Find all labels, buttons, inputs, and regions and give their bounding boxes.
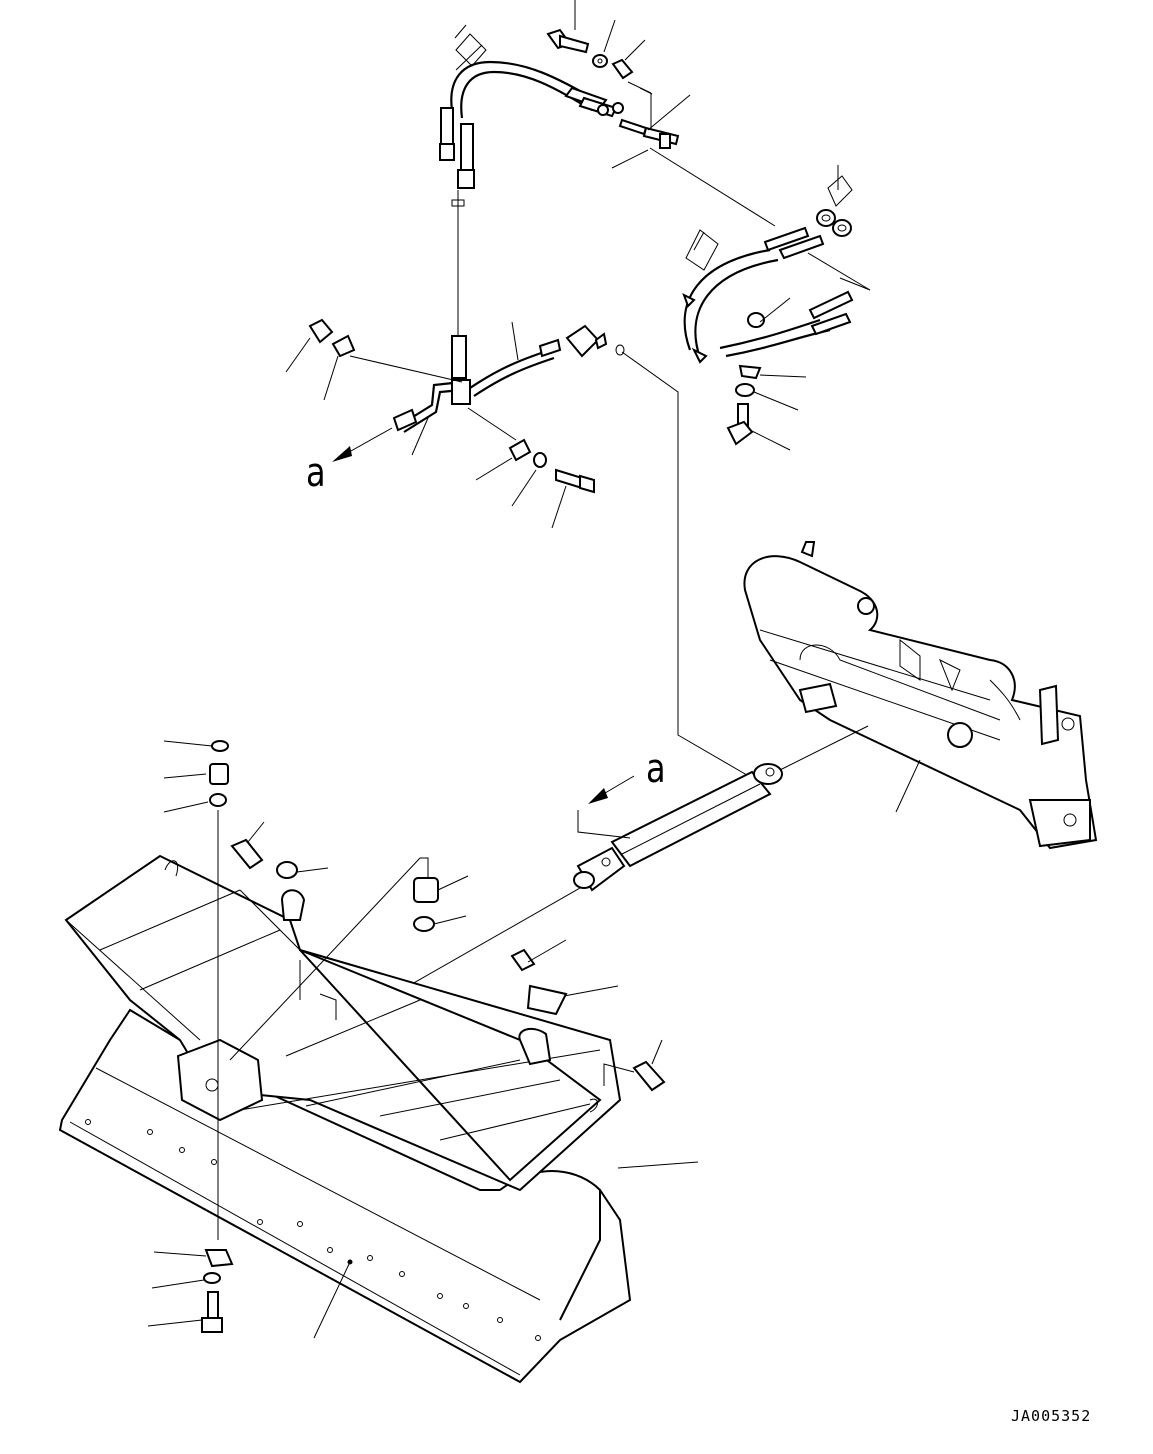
lower-bolt-set <box>475 438 595 529</box>
view-callout-a-lower: a <box>646 746 666 792</box>
blade-assembly <box>58 854 699 1384</box>
tee-fitting-upper <box>611 87 776 227</box>
upper-hose-assembly <box>439 24 624 189</box>
view-callout-a-upper: a <box>306 450 326 496</box>
drawing-number: JA005352 <box>1011 1407 1092 1425</box>
hydraulic-cylinder <box>285 725 869 1057</box>
bottom-bolt-set <box>147 1249 234 1333</box>
right-hose-assembly <box>682 165 871 364</box>
grease-fitting-left <box>230 821 265 870</box>
view-arrow-a-lower <box>577 775 635 839</box>
right-bolt-set <box>726 364 807 451</box>
top-bolt-set <box>546 0 652 94</box>
branch-fitting-assembly <box>349 321 625 456</box>
cutting-edge-bolt-holes <box>85 1119 541 1341</box>
blade-plate-set <box>510 939 619 1016</box>
blade-frame-bracket <box>743 541 1098 850</box>
left-bushing-stack <box>163 740 229 1240</box>
left-clamp-set <box>285 318 356 401</box>
mid-bushings <box>229 857 469 1061</box>
grease-fitting-right <box>603 1039 666 1092</box>
view-arrow-a-upper <box>332 427 393 462</box>
